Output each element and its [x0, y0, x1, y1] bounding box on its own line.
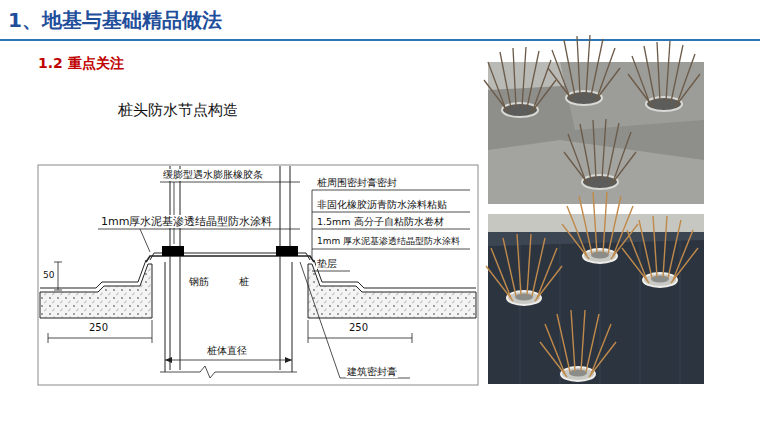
section-heading: 1.2 重点关注 [38, 55, 124, 72]
callout-label: 1.5mm 高分子自粘防水卷材 [316, 216, 445, 227]
callout-label: 1mm 厚水泥基渗透结晶型防水涂料 [316, 236, 461, 247]
callout-label: 桩周围密封膏密封 [316, 177, 398, 188]
callout-label: 非固化橡胶沥青防水涂料粘贴 [316, 199, 448, 210]
part-label: 桩 [238, 276, 250, 288]
slide-title: 1、地基与基础精品做法 [8, 8, 222, 32]
part-label: 钢筋 [188, 276, 210, 288]
callout-label: 建筑密封膏 [346, 366, 398, 378]
callout-label: 1mm厚水泥基渗透结晶型防水涂料 [100, 215, 273, 228]
dimension: 250 [348, 322, 369, 334]
drawing-title: 桩头防水节点构造 [118, 101, 238, 119]
dimension: 50 [42, 270, 55, 281]
callout-label: 垫层 [316, 258, 338, 269]
dimension: 桩体直径 [206, 345, 248, 357]
dimension: 250 [88, 322, 109, 334]
callout-label: 缓膨型遇水膨胀橡胶条 [162, 169, 264, 181]
